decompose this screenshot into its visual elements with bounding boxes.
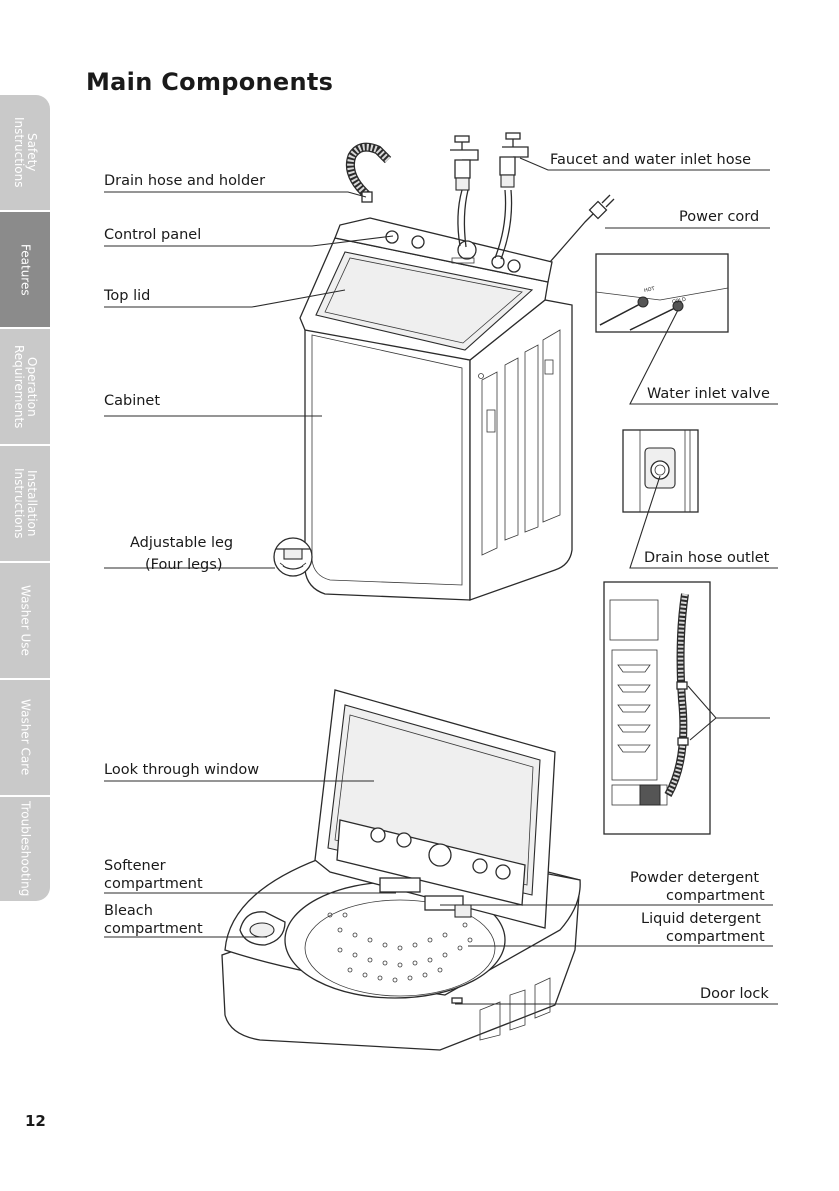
rear-drain-hose-inset xyxy=(603,581,711,835)
leader-lines xyxy=(104,157,778,1005)
adjustable-leg-detail xyxy=(273,537,313,577)
tab-troubleshooting[interactable]: Troubleshooting xyxy=(0,797,50,901)
drain-hose-holder-illustration xyxy=(345,142,392,203)
label-drain-hose-outlet: Drain hose outlet xyxy=(644,550,770,566)
tab-features[interactable]: Features xyxy=(0,212,50,327)
tab-label: Safety Instructions xyxy=(12,117,39,188)
label-water-inlet-valve: Water inlet valve xyxy=(647,386,770,402)
tab-label: Washer Use xyxy=(18,585,33,656)
label-cabinet: Cabinet xyxy=(104,393,161,409)
label-bleach-line1: Bleach xyxy=(104,903,153,919)
label-four-legs: (Four legs) xyxy=(145,557,223,573)
label-adjustable-leg: Adjustable leg xyxy=(130,535,234,551)
water-inlet-valve-inset xyxy=(595,253,729,333)
tab-installation-instructions[interactable]: Installation Instructions xyxy=(0,446,50,561)
washer-closed-illustration xyxy=(273,132,615,601)
top-lid-shape xyxy=(315,251,534,351)
cabinet-side xyxy=(469,299,573,601)
label-liquid-line2: compartment xyxy=(666,929,765,945)
faucet-left xyxy=(450,135,479,191)
faucet-right xyxy=(499,132,529,188)
label-powder-line1: Powder detergent xyxy=(630,870,760,886)
inlet-hose-cold xyxy=(494,189,507,259)
page-number: 12 xyxy=(25,1112,46,1130)
tab-label: Operation Requirements xyxy=(12,344,39,429)
label-door-lock: Door lock xyxy=(700,986,769,1002)
label-softener-line2: compartment xyxy=(104,876,203,892)
tab-safety-instructions[interactable]: Safety Instructions xyxy=(0,95,50,210)
power-cord-line xyxy=(549,211,596,263)
cabinet-front xyxy=(304,324,471,601)
label-drain-hose-holder: Drain hose and holder xyxy=(104,173,266,189)
drain-hose-outlet-inset xyxy=(622,429,699,513)
label-liquid-line1: Liquid detergent xyxy=(641,911,761,927)
drum-perforations xyxy=(327,912,473,983)
label-look-through-window: Look through window xyxy=(104,762,260,778)
label-bleach-line2: compartment xyxy=(104,921,203,937)
label-control-panel: Control panel xyxy=(104,227,202,243)
tab-label: Troubleshooting xyxy=(18,801,33,897)
inlet-hose-hot xyxy=(457,189,463,247)
tab-operation-requirements[interactable]: Operation Requirements xyxy=(0,329,50,444)
label-powder-line2: compartment xyxy=(666,888,765,904)
label-softener-line1: Softener xyxy=(104,858,166,874)
page-title: Main Components xyxy=(86,68,334,96)
label-power-cord: Power cord xyxy=(679,209,760,225)
tab-washer-care[interactable]: Washer Care xyxy=(0,680,50,795)
tab-label: Installation Instructions xyxy=(12,468,39,539)
tab-washer-use[interactable]: Washer Use xyxy=(0,563,50,678)
tab-label: Features xyxy=(18,243,33,296)
washer-open-illustration xyxy=(221,689,581,1051)
label-faucet-inlet-hose: Faucet and water inlet hose xyxy=(550,152,752,168)
tab-label: Washer Care xyxy=(18,699,33,776)
label-top-lid: Top lid xyxy=(104,288,151,304)
